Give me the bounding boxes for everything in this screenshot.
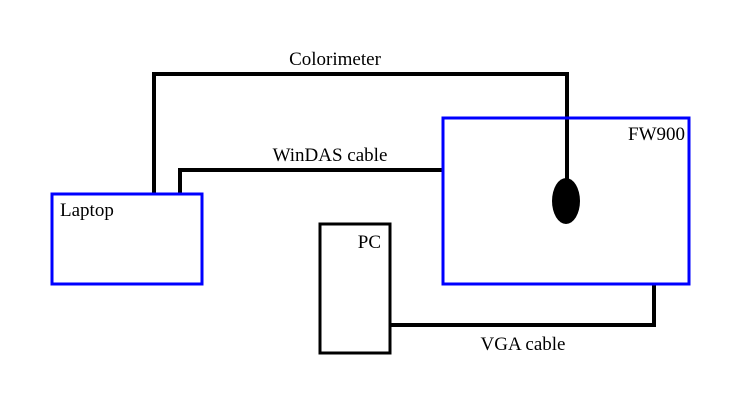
fw900-label: FW900 [628,124,685,145]
pc-label: PC [358,232,381,253]
windas-cable [178,168,442,193]
colorimeter-probe [552,178,580,224]
laptop-box [50,192,204,286]
vga-cable-label: VGA cable [481,334,566,355]
vga-cable [390,285,656,327]
colorimeter-label: Colorimeter [289,49,381,70]
pc-box [318,222,392,355]
fw900-monitor-box [441,116,691,286]
windas-cable-label: WinDAS cable [273,145,388,166]
colorimeter-cable [152,72,569,193]
laptop-label: Laptop [60,200,114,221]
